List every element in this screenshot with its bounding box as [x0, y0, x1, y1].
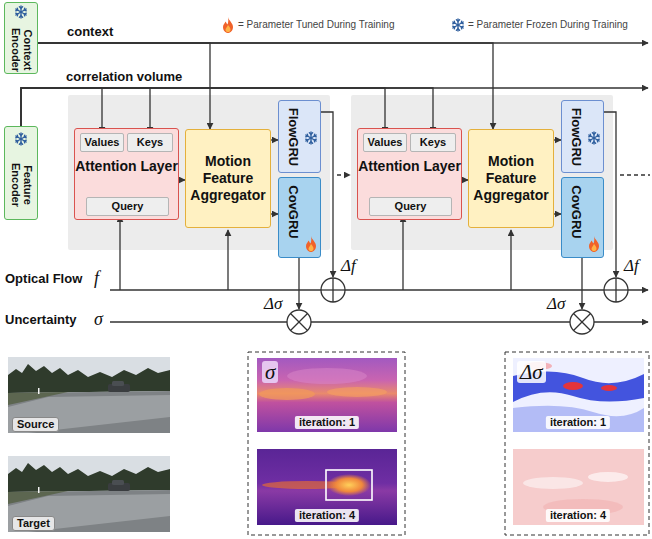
- node-label: Attention Layer: [358, 158, 461, 175]
- symbol-label: Δf: [624, 256, 639, 276]
- signal-label: Optical Flow: [5, 272, 82, 287]
- node-label: Query: [112, 200, 144, 213]
- node-label: Values: [368, 136, 403, 149]
- node-label: Motion Feature Aggregator: [472, 153, 550, 203]
- input-chip: Keys: [127, 133, 173, 152]
- node-label: Motion Feature Aggregator: [189, 153, 267, 203]
- legend-text: = Parameter Frozen During Training: [468, 19, 628, 31]
- dashed-frame: [248, 352, 405, 535]
- aggregator-box: Motion Feature Aggregator: [185, 129, 271, 228]
- sum-symbol: [321, 278, 628, 302]
- signal-label: correlation volume: [66, 70, 182, 85]
- iteration-tag: iteration: 4: [295, 509, 359, 522]
- iteration-tag: iteration: 1: [546, 416, 610, 429]
- connector-arrow: [271, 139, 278, 140]
- uncertainty-map: [257, 449, 397, 525]
- connector-arrow: [271, 213, 278, 214]
- uncertainty-change-map: [513, 358, 644, 432]
- input-chip: Values: [80, 133, 124, 152]
- uncertainty-map: [257, 358, 397, 432]
- connector-arrow: [21, 88, 385, 133]
- node-label: FlowGRU: [569, 104, 583, 170]
- dashed-frame: [505, 352, 649, 535]
- node-label: FlowGRU: [286, 104, 300, 170]
- node-label: Keys: [420, 136, 446, 149]
- connector-arrow: [21, 88, 433, 133]
- node-label: Context Encoder: [10, 26, 34, 74]
- signal-wire: [21, 43, 650, 322]
- connector-arrow: [38, 43, 493, 129]
- flame-icon: [223, 17, 233, 33]
- node-label: Keys: [137, 136, 163, 149]
- node-label: Values: [85, 136, 120, 149]
- input-chip: Query: [369, 197, 452, 216]
- attention-box: Attention Layer Values KeysQuery: [357, 128, 462, 220]
- snowflake-icon: [453, 19, 464, 31]
- map-symbol: σ: [262, 361, 278, 383]
- connector-arrow: [38, 43, 210, 129]
- image-tag: Source: [12, 417, 59, 432]
- product-symbol: [287, 310, 594, 334]
- image-tag: Target: [12, 516, 55, 531]
- node-label: CovGRU: [569, 181, 583, 243]
- symbol-label: Δf: [341, 256, 356, 276]
- source-photo: [8, 357, 170, 433]
- connector-arrow: [554, 213, 561, 214]
- node-label: Feature Encoder: [10, 157, 34, 213]
- connector-arrow: [554, 139, 561, 140]
- legend-text: = Parameter Tuned During Training: [238, 19, 394, 31]
- signal-label: context: [67, 25, 113, 40]
- input-chip: Keys: [410, 133, 456, 152]
- signal-label: Uncertainty: [5, 313, 77, 328]
- input-chip: Query: [86, 197, 169, 216]
- target-photo: [8, 456, 170, 532]
- iteration-tag: iteration: 4: [546, 509, 610, 522]
- symbol-label: f: [94, 268, 99, 289]
- symbol-label: Δσ: [547, 294, 565, 314]
- node-label: Query: [395, 200, 427, 213]
- symbol-label: Δσ: [264, 294, 282, 314]
- attention-box: Attention Layer Values KeysQuery: [74, 128, 179, 220]
- map-symbol: Δσ: [517, 361, 546, 383]
- aggregator-box: Motion Feature Aggregator: [468, 129, 554, 228]
- iteration-tag: iteration: 1: [295, 416, 359, 429]
- connector-arrow: [21, 88, 150, 133]
- symbol-label: σ: [94, 309, 103, 330]
- node-label: Attention Layer: [75, 158, 178, 175]
- node-label: CovGRU: [286, 181, 300, 243]
- uncertainty-change-map: [513, 449, 644, 525]
- input-chip: Values: [363, 133, 407, 152]
